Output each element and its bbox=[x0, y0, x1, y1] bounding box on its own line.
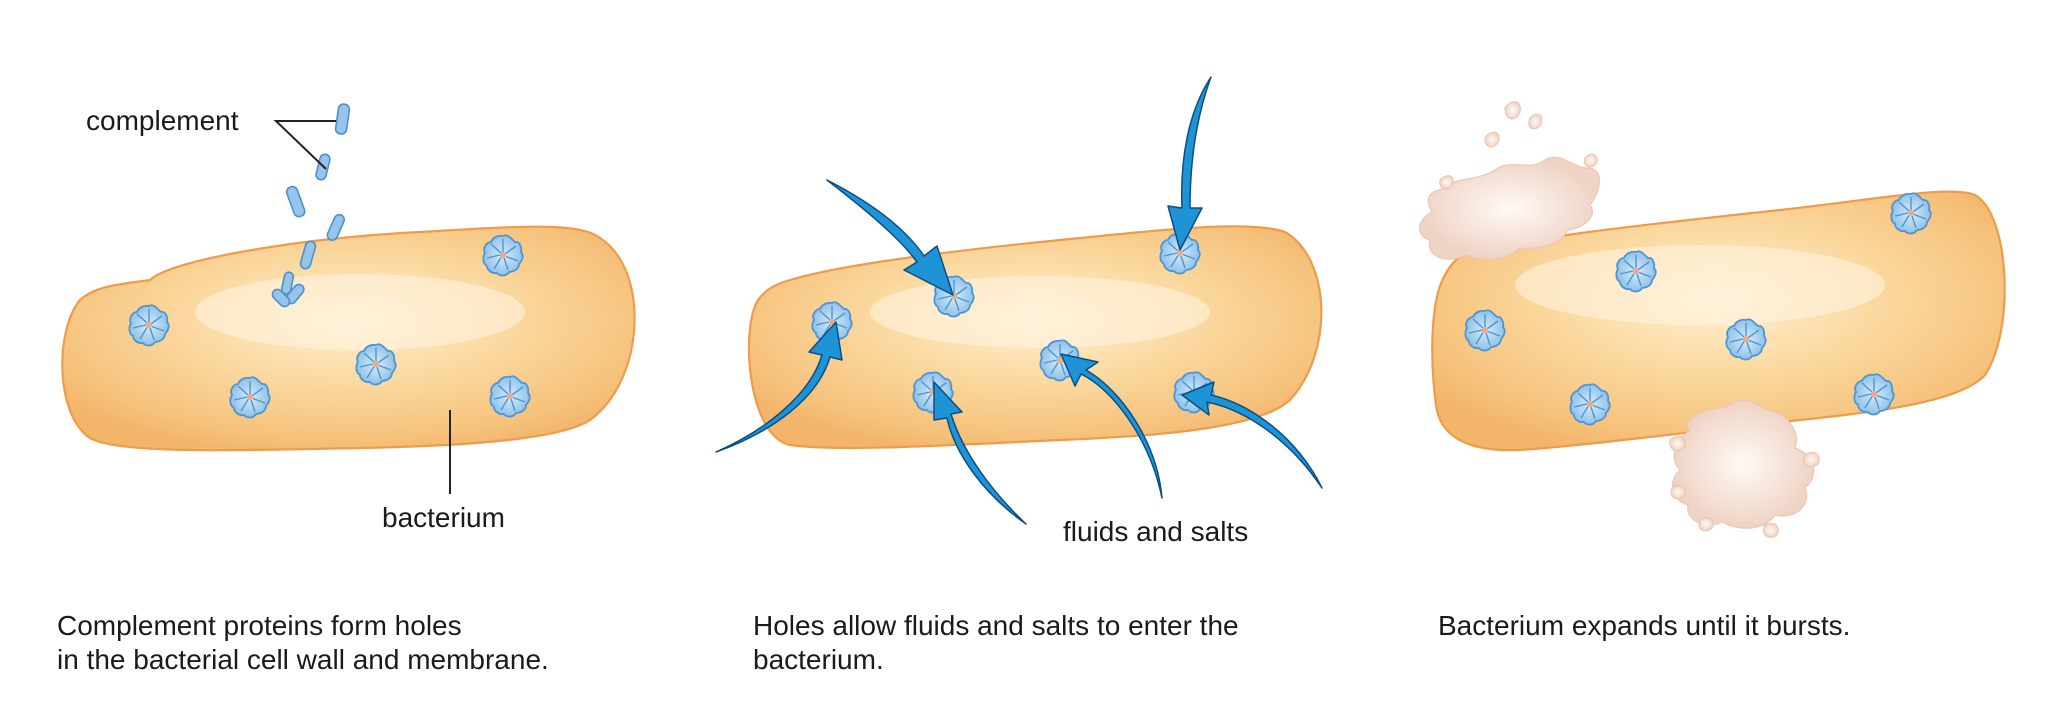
cell-debris-icon bbox=[1669, 435, 1686, 452]
cell-debris-icon bbox=[1671, 399, 1815, 529]
caption-line: bacterium. bbox=[753, 644, 884, 675]
complement-pointer-lines bbox=[273, 120, 336, 170]
bacterium-label: bacterium bbox=[382, 502, 505, 533]
panel-entry bbox=[715, 76, 1323, 525]
cell-debris-icon bbox=[1698, 516, 1714, 532]
inflow-arrow-icon bbox=[826, 179, 954, 296]
inflow-arrow-icon bbox=[1060, 353, 1163, 499]
caption-line: Holes allow fluids and salts to enter th… bbox=[753, 610, 1239, 641]
caption-line: Complement proteins form holes bbox=[57, 610, 462, 641]
cell-debris bbox=[1419, 101, 1820, 538]
panel-burst bbox=[1419, 101, 2006, 538]
inflow-arrows bbox=[715, 76, 1323, 525]
caption-line: in the bacterial cell wall and membrane. bbox=[57, 644, 549, 675]
bacterium-highlight bbox=[870, 276, 1210, 348]
fluids-and-salts-label: fluids and salts bbox=[1063, 516, 1249, 547]
complement-protein-icon bbox=[271, 288, 291, 308]
caption-entry: Holes allow fluids and salts to enter th… bbox=[753, 609, 1239, 677]
inflow-arrow-icon bbox=[1181, 381, 1323, 489]
bacterium-highlight bbox=[1515, 245, 1885, 325]
cell-debris-icon bbox=[1504, 101, 1521, 120]
cell-debris-icon bbox=[1528, 113, 1543, 130]
cell-debris-icon bbox=[1803, 451, 1820, 468]
inflow-arrow-icon bbox=[933, 381, 1027, 525]
cell-debris-icon bbox=[1419, 156, 1600, 261]
complement-protein-icon bbox=[334, 103, 351, 135]
complement-protein-icon bbox=[285, 185, 306, 218]
bacterium-highlight bbox=[195, 274, 525, 350]
complement-protein-icon bbox=[280, 271, 295, 295]
caption-holes: Complement proteins form holes in the ba… bbox=[57, 609, 549, 677]
complement-proteins bbox=[271, 103, 351, 308]
cell-debris-icon bbox=[1484, 131, 1500, 148]
complement-protein-icon bbox=[299, 240, 317, 270]
complement-protein-icon bbox=[326, 213, 346, 242]
complement-label: complement bbox=[86, 105, 239, 136]
cell-debris-icon bbox=[1583, 153, 1598, 168]
inflow-arrow-icon bbox=[715, 321, 843, 453]
panel-holes bbox=[61, 103, 636, 494]
caption-burst: Bacterium expands until it bursts. bbox=[1438, 609, 1850, 643]
caption-line: Bacterium expands until it bursts. bbox=[1438, 610, 1851, 641]
inflow-arrow-icon bbox=[1167, 76, 1212, 251]
cell-debris-icon bbox=[1762, 522, 1779, 538]
cell-debris-icon bbox=[1439, 175, 1454, 190]
cell-debris-icon bbox=[1670, 484, 1686, 500]
